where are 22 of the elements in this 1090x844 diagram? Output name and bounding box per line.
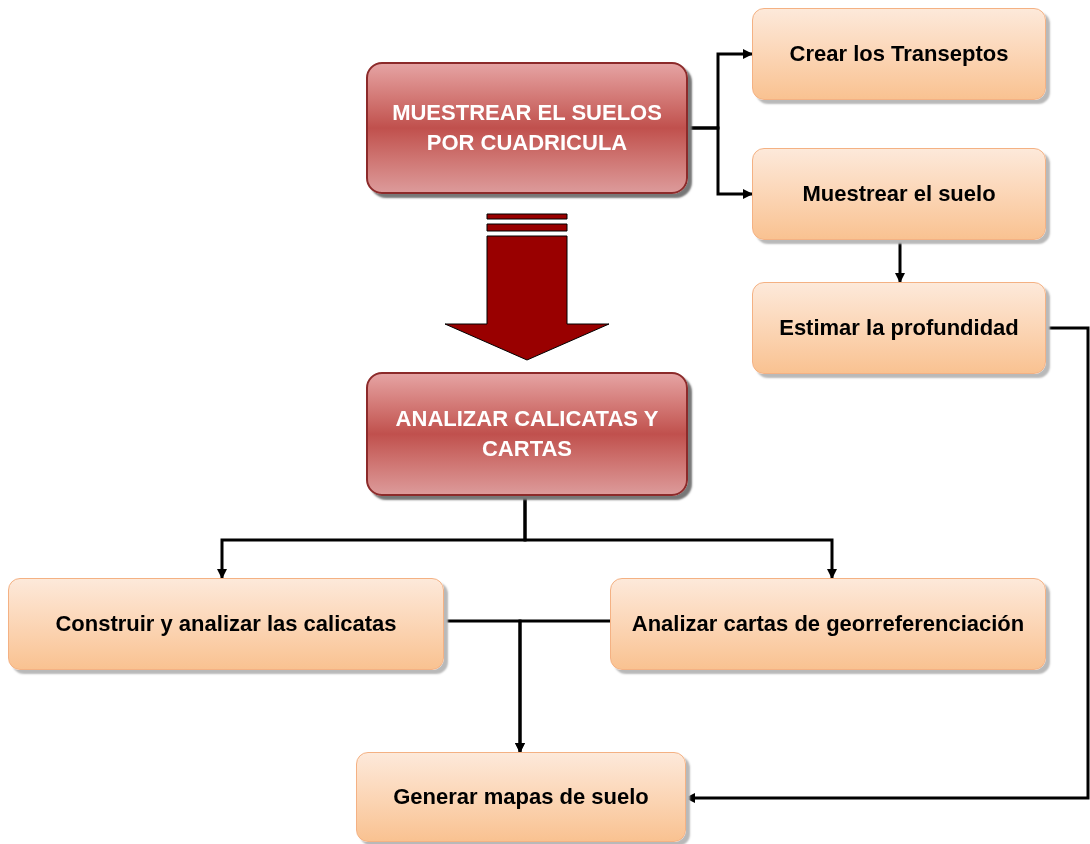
box-text: Muestrear el suelo [802, 180, 996, 208]
arrow [895, 240, 905, 283]
box-text: MUESTREAR EL SUELOS POR CUADRICULA [391, 99, 663, 157]
process-box [356, 752, 686, 842]
box-text: Generar mapas de suelo [393, 783, 649, 811]
process-box [752, 148, 1046, 240]
process-box [752, 282, 1046, 374]
box-text: Crear los Transeptos [789, 40, 1009, 68]
box-text: Construir y analizar las calicatas [55, 610, 397, 638]
process-box [752, 8, 1046, 100]
process-box [8, 578, 444, 670]
arrow [523, 496, 837, 579]
process-box [610, 578, 1046, 670]
stage-box [366, 62, 688, 194]
box-text: Estimar la profundidad [779, 314, 1019, 342]
box-text: ANALIZAR CALICATAS Y CARTAS [394, 405, 660, 463]
arrow [688, 126, 753, 199]
stage-box [366, 372, 688, 496]
box-text: Analizar cartas de georreferenciación [631, 610, 1025, 638]
block-arrow [444, 213, 610, 361]
arrow [685, 326, 1090, 803]
arrow [515, 619, 610, 753]
